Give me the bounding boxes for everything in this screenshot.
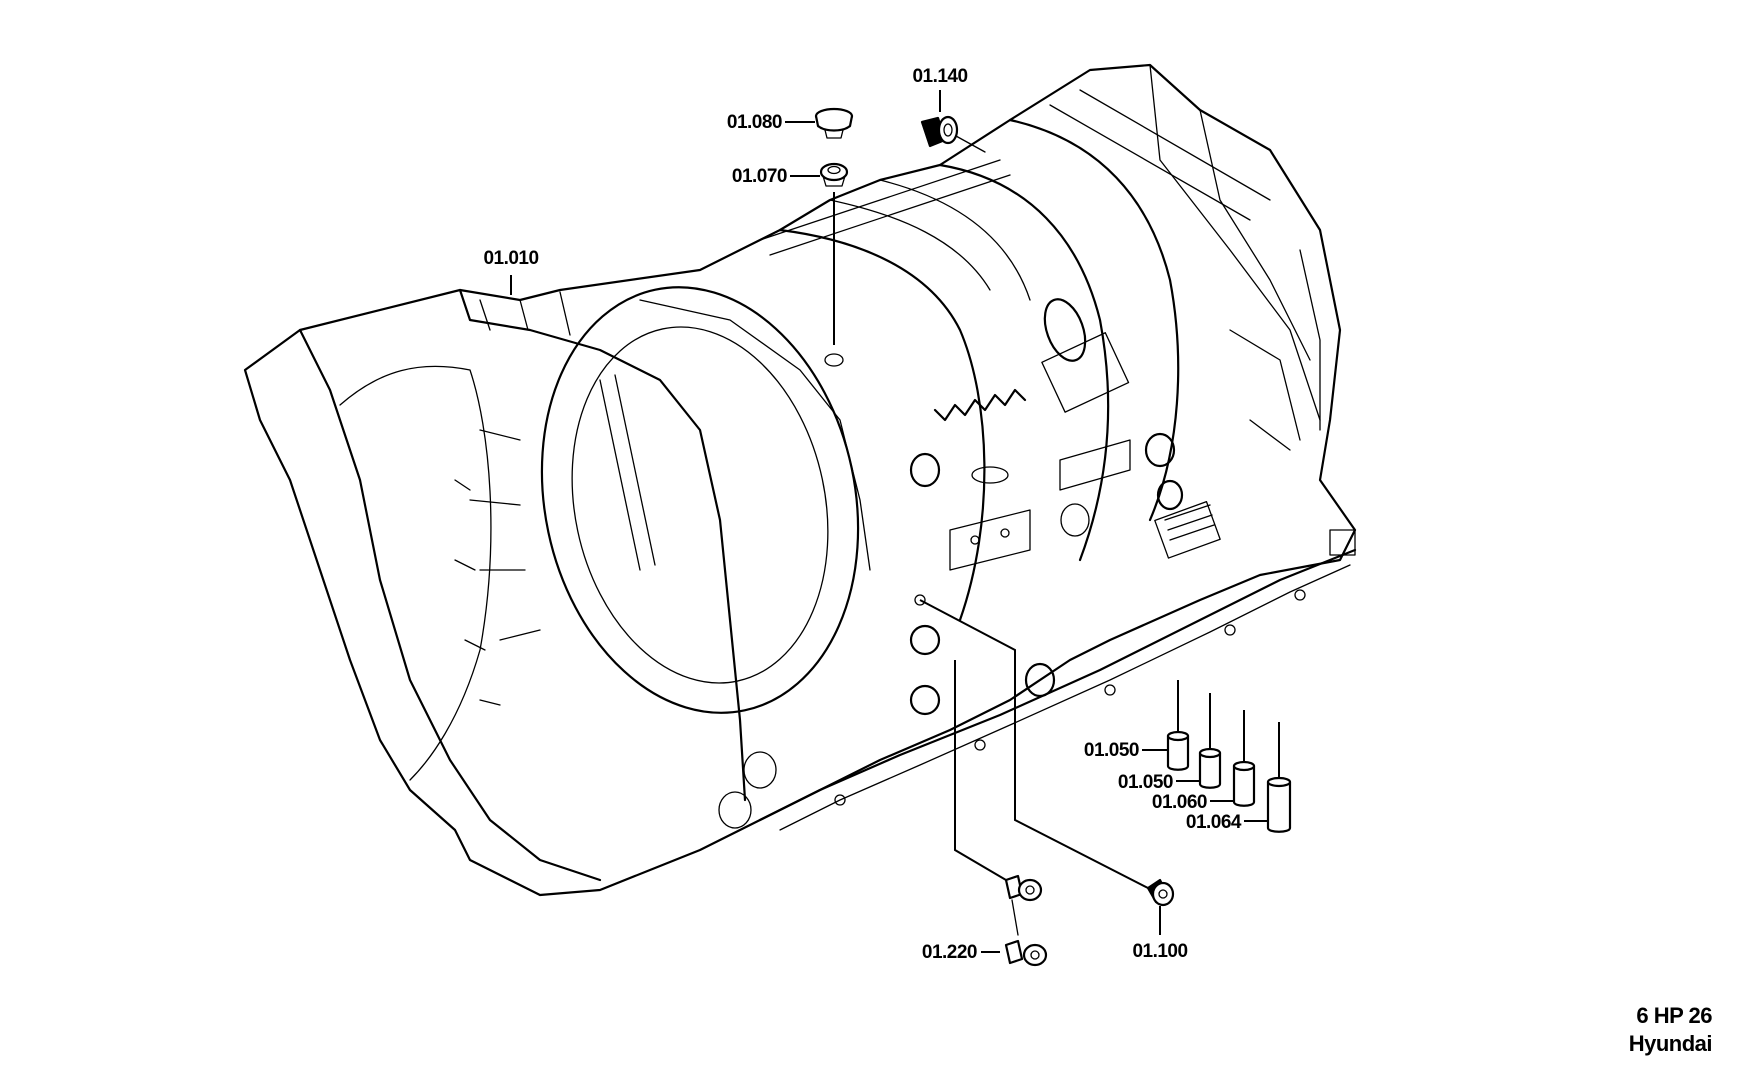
bolt-icon (1004, 874, 1043, 902)
callout-01-140: 01.140 (912, 66, 967, 87)
callout-01-010: 01.010 (483, 248, 538, 269)
callout-01-050a: 01.050 (1084, 740, 1139, 761)
sleeve-icon (1266, 776, 1292, 833)
plug-icon (920, 115, 986, 153)
bolt-icon (1004, 899, 1048, 967)
sleeve-icon (1166, 730, 1190, 771)
sleeve-icon (1198, 747, 1222, 789)
sleeve-icon (1232, 760, 1256, 807)
callout-01-220: 01.220 (922, 942, 977, 963)
callout-01-060: 01.060 (1152, 792, 1207, 813)
callout-01-070: 01.070 (732, 166, 787, 187)
callout-01-100: 01.100 (1132, 941, 1187, 962)
transmission-housing-drawing (243, 63, 1357, 897)
nut-icon (1146, 878, 1175, 907)
model-caption: 6 HP 26 (1636, 1003, 1712, 1028)
leader-lines (510, 90, 1268, 953)
make-caption: Hyundai (1629, 1031, 1712, 1056)
callout-01-050b: 01.050 (1118, 772, 1173, 793)
callout-01-064: 01.064 (1186, 812, 1242, 833)
seal-ring-icon (819, 162, 849, 187)
callout-01-080: 01.080 (727, 112, 782, 133)
plug-icon (814, 107, 854, 139)
